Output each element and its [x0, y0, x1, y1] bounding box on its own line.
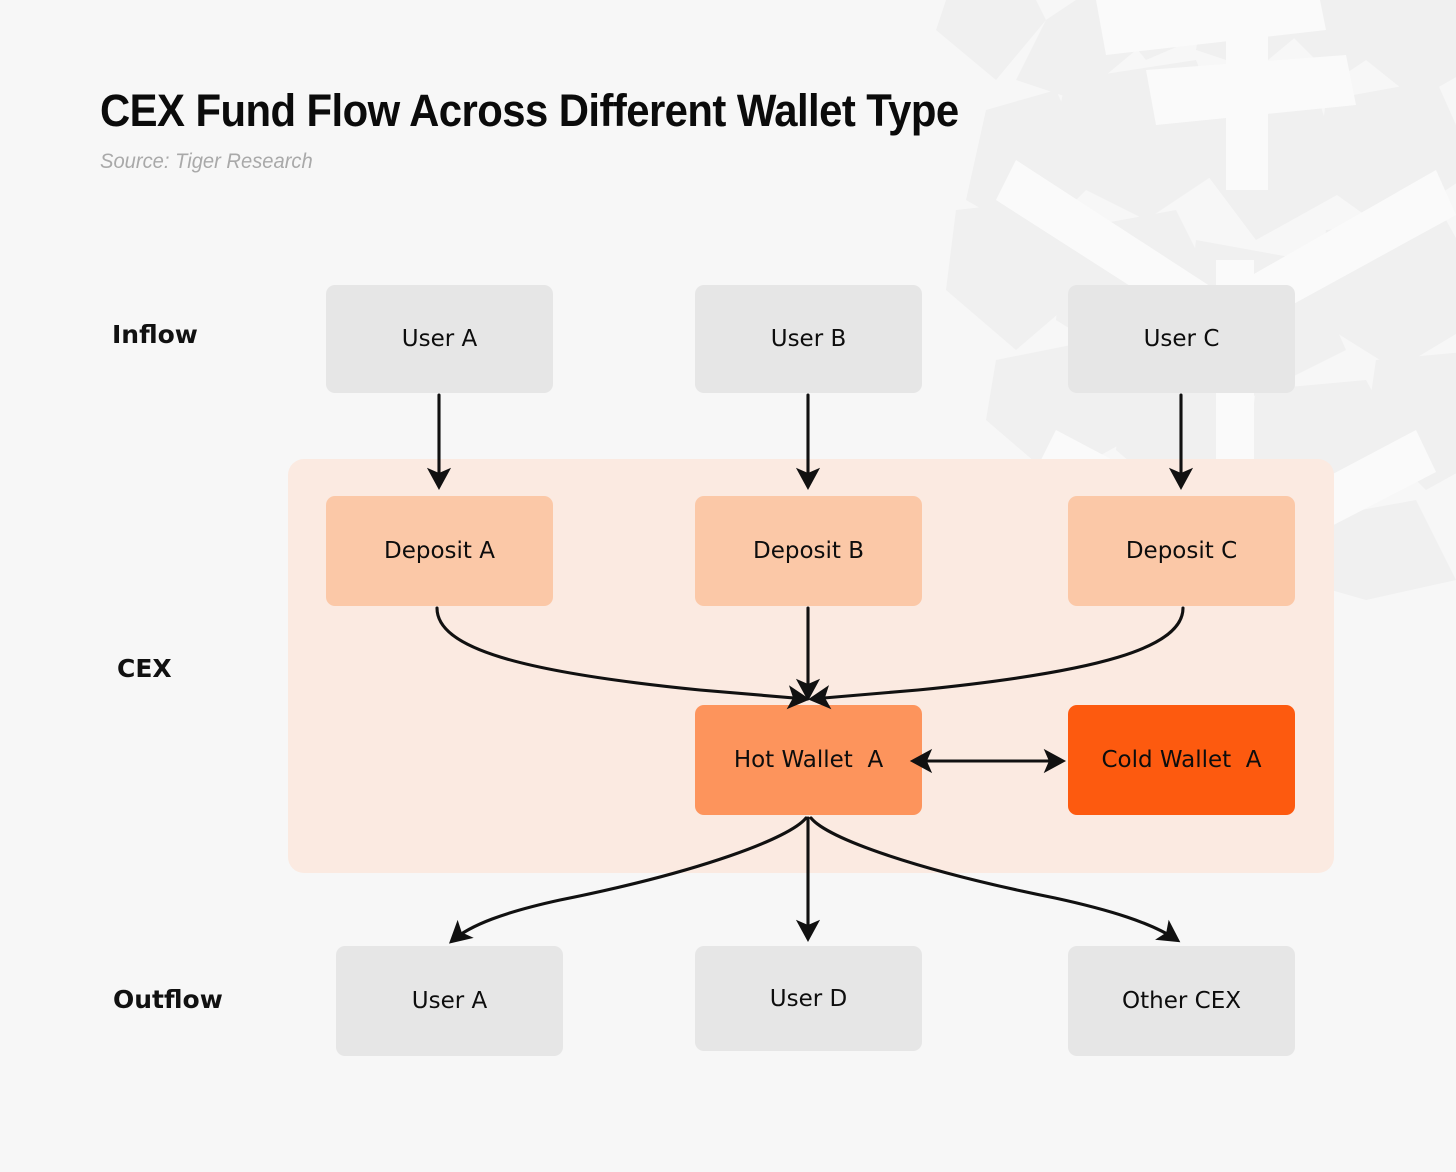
node-hot-wallet-a[interactable]: Hot Wallet A: [695, 705, 922, 815]
node-user-a-inflow[interactable]: User A: [326, 285, 553, 393]
page-subtitle-source: Source: Tiger Research: [100, 149, 313, 173]
node-user-a-outflow[interactable]: User A: [336, 946, 563, 1056]
header: CEX Fund Flow Across Different Wallet Ty…: [100, 86, 1023, 174]
node-user-c-inflow[interactable]: User C: [1068, 285, 1295, 393]
node-other-cex[interactable]: Other CEX: [1068, 946, 1295, 1056]
node-cold-wallet-a[interactable]: Cold Wallet A: [1068, 705, 1295, 815]
node-user-b-inflow[interactable]: User B: [695, 285, 922, 393]
node-user-d-outflow[interactable]: User D: [695, 946, 922, 1051]
node-deposit-b[interactable]: Deposit B: [695, 496, 922, 606]
row-label-outflow: Outflow: [113, 985, 223, 1014]
page-title: CEX Fund Flow Across Different Wallet Ty…: [100, 85, 959, 136]
row-label-inflow: Inflow: [112, 320, 198, 349]
node-deposit-a[interactable]: Deposit A: [326, 496, 553, 606]
row-label-cex: CEX: [117, 654, 172, 683]
node-deposit-c[interactable]: Deposit C: [1068, 496, 1295, 606]
